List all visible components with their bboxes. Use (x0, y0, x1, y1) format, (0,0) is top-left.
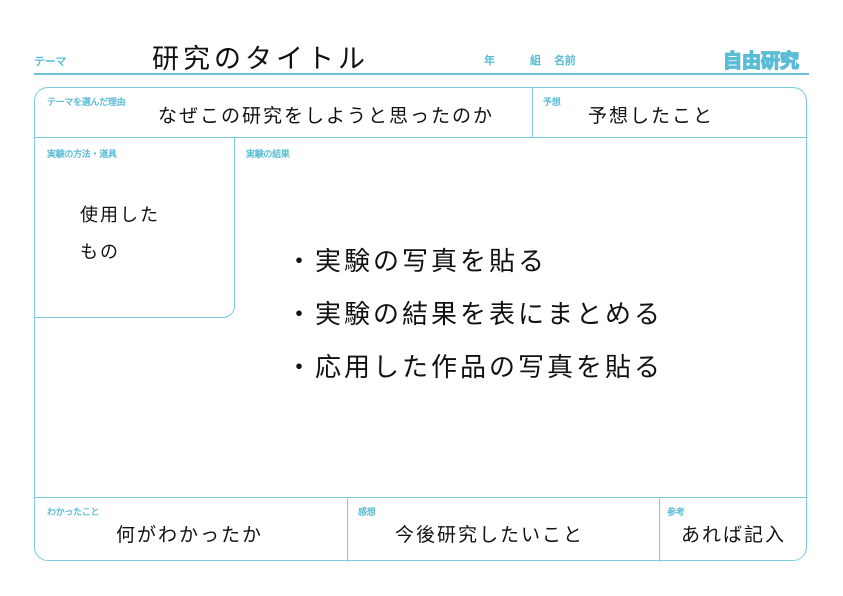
results-label: 実験の結果 (246, 150, 290, 160)
theme-label: テーマ (34, 55, 67, 68)
row1-column-divider (532, 87, 534, 137)
reason-content: なぜこの研究をしようと思ったのか (158, 105, 495, 127)
learned-content: 何がわかったか (116, 524, 264, 546)
impressions-content: 今後研究したいこと (395, 524, 585, 546)
bottom-divider-1 (347, 497, 349, 562)
learned-label: わかったこと (47, 508, 100, 518)
method-results-divider (234, 137, 236, 307)
header-divider (34, 73, 809, 75)
results-item: ・実験の写真を貼る (286, 247, 548, 277)
research-title[interactable]: 研究のタイトル (152, 44, 369, 75)
bottom-row-divider (34, 497, 808, 499)
jiyu-kenkyu-logo: 自由研究 (722, 49, 800, 72)
results-item: ・応用した作品の写真を貼る (286, 353, 664, 383)
method-content-line-1: 使用した (80, 205, 160, 226)
prediction-label: 予想 (543, 98, 561, 108)
worksheet-frame (34, 87, 807, 561)
impressions-label: 感想 (358, 508, 376, 518)
class-label: 組 (530, 54, 541, 67)
prediction-content: 予想したこと (588, 105, 715, 127)
results-item: ・実験の結果を表にまとめる (286, 300, 664, 330)
year-label: 年 (484, 54, 495, 67)
method-label: 実験の方法・道具 (47, 150, 117, 160)
method-content-line-2: もの (80, 242, 120, 263)
reason-label: テーマを選んだ理由 (47, 98, 126, 108)
bottom-divider-2 (659, 497, 661, 562)
row1-divider (34, 137, 808, 139)
results-list: ・実験の写真を貼る ・実験の結果を表にまとめる ・応用した作品の写真を貼る (286, 244, 663, 403)
name-label: 名前 (554, 54, 576, 67)
references-label: 参考 (667, 508, 685, 518)
references-content: あれば記入 (681, 524, 787, 546)
method-box (34, 137, 235, 318)
